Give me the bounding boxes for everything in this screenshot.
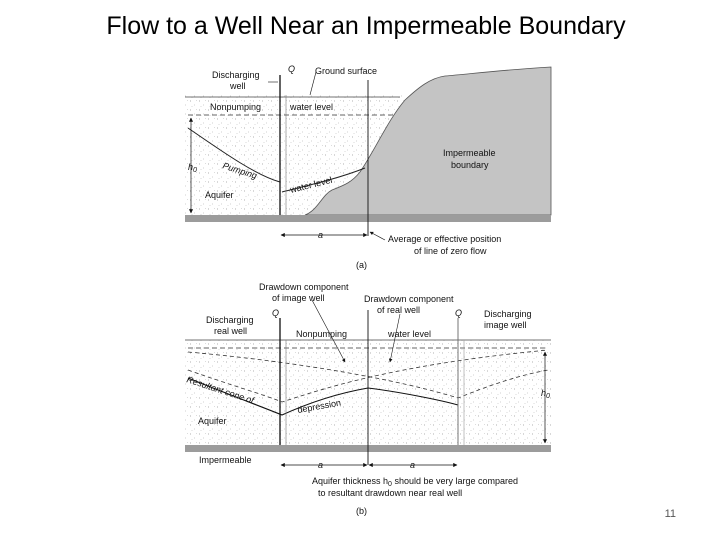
real-drawdown-leader bbox=[388, 313, 401, 363]
note-line-1: Aquifer thickness h0 should be very larg… bbox=[312, 476, 518, 488]
boundary-label-a: boundary bbox=[451, 160, 489, 170]
caption-a: (a) bbox=[356, 260, 367, 270]
discharging-real-label-2: real well bbox=[214, 326, 247, 336]
impermeable-boundary-a bbox=[304, 66, 552, 216]
discharging-image-label-1: Discharging bbox=[484, 309, 532, 319]
resultant-cone bbox=[187, 377, 369, 416]
discharging-well-label-a: Discharging bbox=[212, 70, 260, 80]
image-drawdown-leader bbox=[311, 299, 346, 363]
discharging-image-label-2: image well bbox=[484, 320, 527, 330]
pumping-curve-left bbox=[187, 127, 281, 183]
diagram-a: Q Discharging well Ground surface Nonpum… bbox=[185, 64, 552, 270]
q-label-a: Q bbox=[288, 64, 295, 74]
h0-label-a: h0 bbox=[188, 162, 197, 174]
q-image-label: Q bbox=[455, 308, 462, 318]
avg-position-leader bbox=[369, 231, 386, 241]
water-level-label-b: water level bbox=[387, 329, 431, 339]
real-well-drawdown bbox=[187, 349, 549, 403]
aquifer-label-a: Aquifer bbox=[205, 190, 234, 200]
pumping-curve-right bbox=[281, 167, 366, 193]
impermeable-label-a: Impermeable bbox=[443, 148, 496, 158]
q-real-label: Q bbox=[272, 308, 279, 318]
h0-label-b: h0 bbox=[541, 388, 550, 400]
a-label-b-left: a bbox=[318, 460, 323, 470]
drawdown-real-label-1: Drawdown component bbox=[364, 294, 454, 304]
drawdown-image-label-1: Drawdown component bbox=[259, 282, 349, 292]
diagram-b: Drawdown component of image well Drawdow… bbox=[185, 282, 551, 516]
ground-surface-label: Ground surface bbox=[315, 66, 377, 76]
nonpumping-label-a: Nonpumping bbox=[210, 102, 261, 112]
nonpumping-label-b: Nonpumping bbox=[296, 329, 347, 339]
avg-position-label-2: of line of zero flow bbox=[414, 246, 487, 256]
aquifer-label-b: Aquifer bbox=[198, 416, 227, 426]
image-well-drawdown bbox=[187, 351, 549, 399]
water-level-label-a: water level bbox=[289, 102, 333, 112]
ground-surface-leader bbox=[309, 71, 317, 96]
a-label-b-right: a bbox=[410, 460, 415, 470]
avg-position-label-1: Average or effective position bbox=[388, 234, 501, 244]
impermeable-label-b: Impermeable bbox=[199, 455, 252, 465]
discharging-well-label-a2: well bbox=[229, 81, 246, 91]
slide-title: Flow to a Well Near an Impermeable Bound… bbox=[106, 12, 626, 40]
discharging-real-label-1: Discharging bbox=[206, 315, 254, 325]
caption-b: (b) bbox=[356, 506, 367, 516]
slide-number: 11 bbox=[664, 508, 676, 520]
drawdown-real-label-2: of real well bbox=[377, 305, 420, 315]
resultant-cone-image bbox=[367, 387, 459, 406]
a-label-a: a bbox=[318, 230, 323, 240]
drawdown-image-label-2: of image well bbox=[272, 293, 325, 303]
note-line-2: to resultant drawdown near real well bbox=[318, 488, 462, 498]
